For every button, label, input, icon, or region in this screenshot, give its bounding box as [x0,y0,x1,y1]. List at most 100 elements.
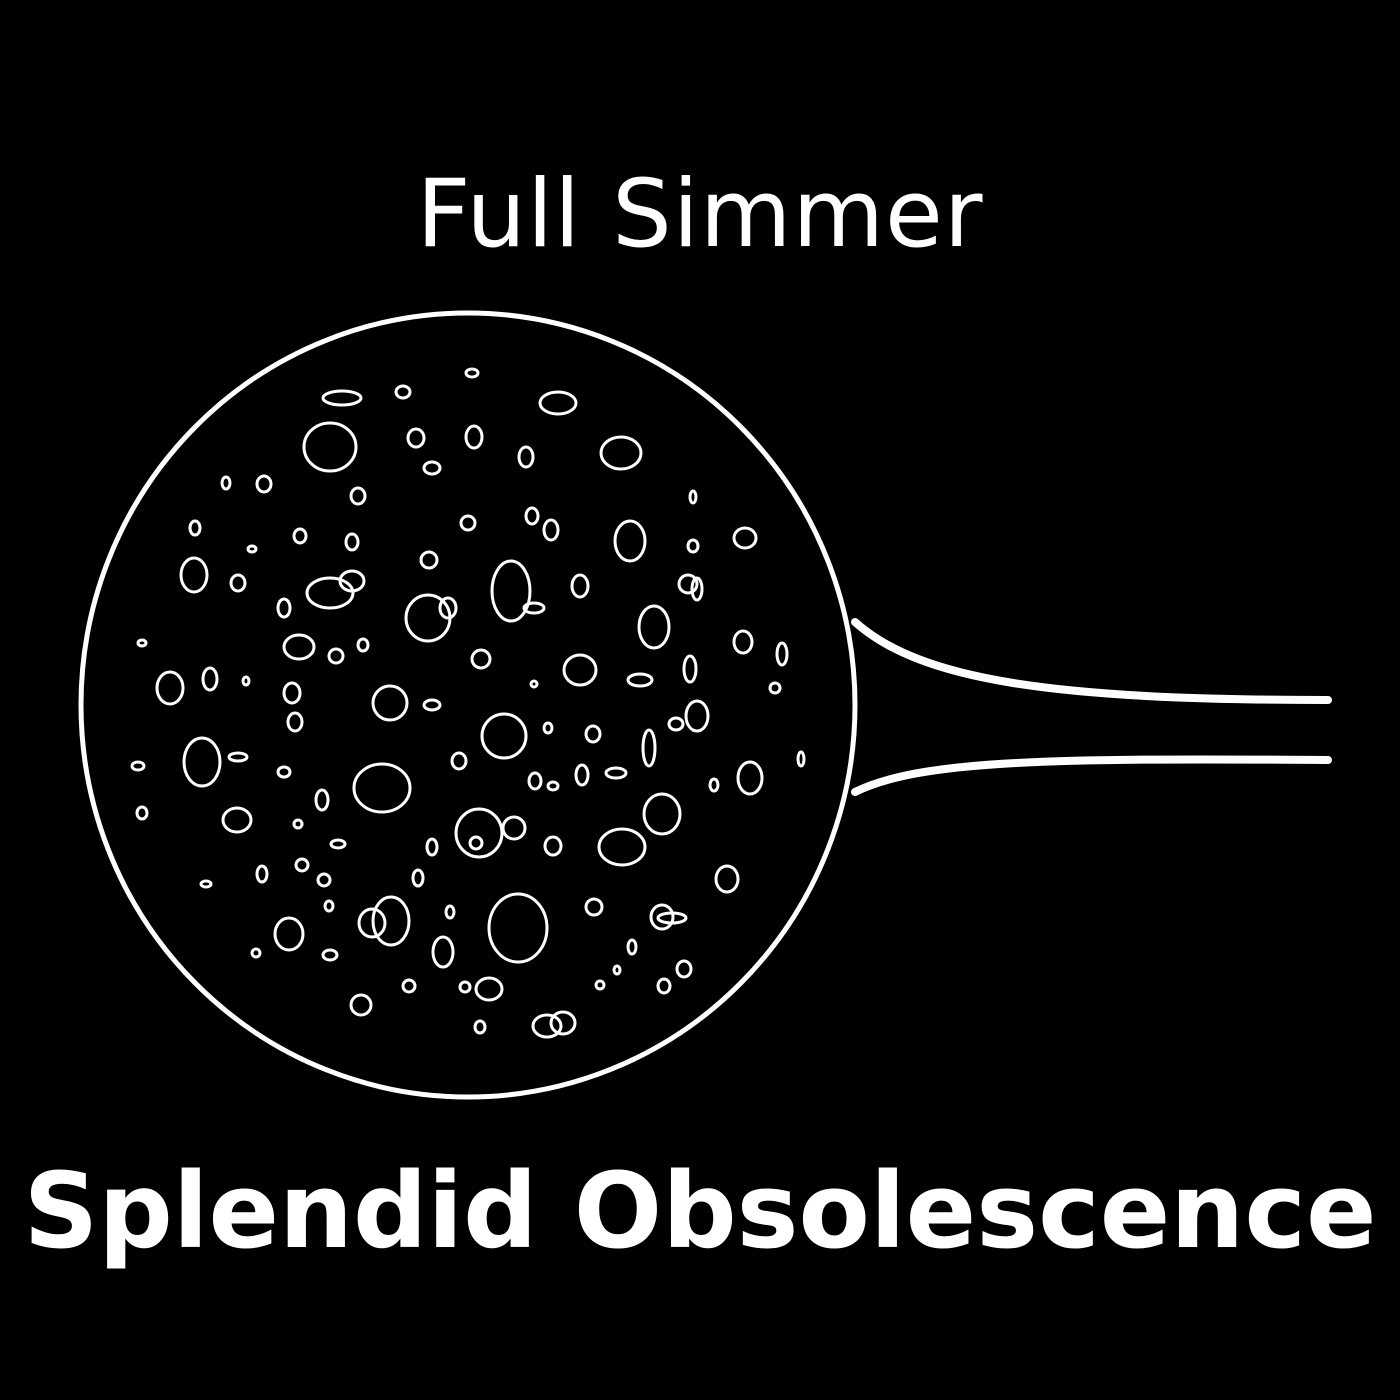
bubble [188,519,202,537]
bubble [425,837,439,857]
bubble [316,872,332,888]
bubble [542,518,560,542]
bubble [470,648,492,670]
bubble [371,684,409,722]
bubble [641,728,657,768]
bubble [329,838,347,850]
bubble [464,424,484,450]
bubble [255,474,273,494]
bubble [501,815,527,841]
bubble [517,445,535,469]
bubble [419,550,439,570]
bubble [682,654,698,684]
bubble [599,435,643,471]
bubble [667,716,685,732]
bubble [221,806,253,834]
bubble [450,751,468,771]
bubble [276,597,292,619]
bubble [352,762,412,814]
bubble [255,864,269,884]
bubbles [130,367,806,1039]
bubble [732,629,754,655]
bubble [201,666,219,692]
bubble [736,760,764,796]
pan-handle-bottom [851,755,1332,796]
bubble [714,864,740,894]
bubble [487,892,549,964]
bubble [584,724,602,744]
bubble [524,506,540,526]
bubble [246,544,258,554]
bubble [199,879,213,889]
pan-handle-top [851,618,1332,704]
bubble [656,911,688,925]
bubble [438,596,458,620]
bubble [538,390,578,416]
bubble [411,868,425,888]
bubble [294,857,310,873]
bubble [473,1019,487,1035]
bubble [371,895,411,947]
bubble [250,947,262,959]
bubble [594,979,606,991]
bubble [464,367,480,379]
bubble [458,980,472,994]
bubble [542,721,554,735]
bubble [155,670,185,706]
bubble [675,959,693,979]
bubble [394,384,412,400]
bubble [775,641,789,667]
bubble [626,938,638,956]
bubble [686,538,700,554]
bubble [349,486,367,506]
bubble [690,576,704,602]
bubble [570,573,590,599]
bubble [292,527,308,545]
bubble [227,751,249,763]
bubble [305,576,355,610]
bubble [468,835,484,851]
bubble [549,1010,577,1036]
pan-body [78,310,858,1100]
bubble [321,389,363,407]
bubble [480,712,528,760]
bubble [135,805,149,821]
bubble [273,916,305,952]
bubble [708,777,720,793]
bubble [422,460,442,476]
bubble [490,559,532,623]
bubble [302,421,358,473]
bubble [543,835,563,857]
bubble [229,573,247,593]
bubble [344,532,360,552]
bubble [677,573,699,595]
bubble [182,736,222,788]
bubble [531,1013,563,1039]
bubble [684,699,710,733]
bubble [406,427,426,449]
bubble [688,489,698,505]
bubble [768,681,782,695]
bubble [136,638,148,648]
bubble [522,601,546,615]
bubble [649,903,675,931]
bubble [401,978,417,994]
bubble [562,653,598,687]
bubble [796,750,806,768]
bubble [276,765,292,779]
bubble [327,647,345,665]
bubble [323,899,335,913]
bubble [349,993,373,1017]
artist-name: Splendid Obsolescence [23,1150,1377,1272]
bubble [356,637,370,653]
bubble [597,827,647,867]
bubble [574,763,590,787]
bubble [179,556,209,594]
bubble [292,818,304,830]
bubble [338,569,366,593]
bubble [459,514,477,532]
bubble [444,904,456,920]
bubble [321,948,339,962]
